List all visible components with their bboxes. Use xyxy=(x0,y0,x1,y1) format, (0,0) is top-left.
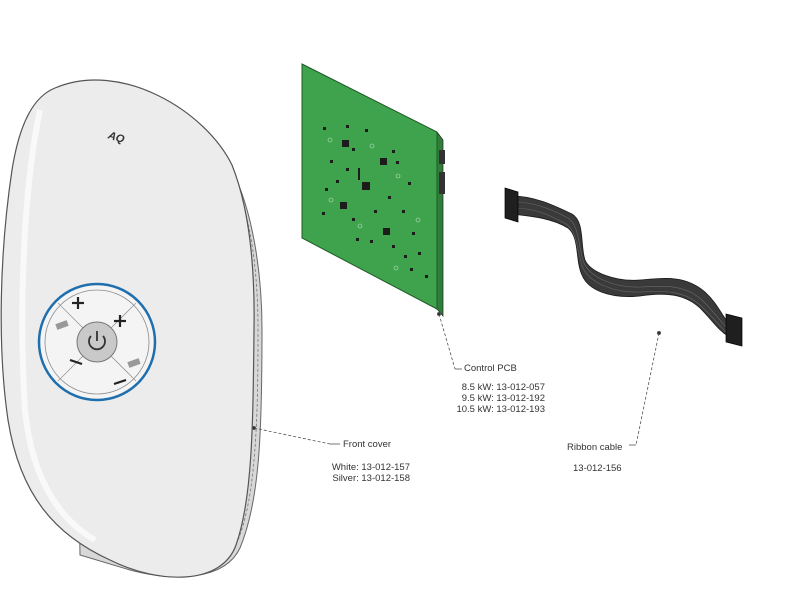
ribbon-connector-left xyxy=(504,187,519,223)
front-cover-part-number: White: 13-012-157 xyxy=(331,462,410,473)
power-button[interactable] xyxy=(76,321,118,363)
front-cover-title: Front cover xyxy=(343,439,392,450)
leader-front-cover xyxy=(253,427,331,445)
front-cover-part-number: Silver: 13-012-158 xyxy=(332,473,410,484)
leader-dot xyxy=(657,330,662,335)
svg-text:AQ: AQ xyxy=(105,129,126,146)
minus-icon[interactable] xyxy=(113,378,127,386)
ribbon-cable-band xyxy=(511,195,729,337)
leader-dot xyxy=(251,425,256,430)
pcb-connector xyxy=(439,172,445,194)
minus-icon[interactable] xyxy=(69,358,83,366)
plus-icon[interactable] xyxy=(114,315,126,327)
front-cover-highlight xyxy=(19,109,97,543)
leader-dot xyxy=(436,311,441,316)
control-pcb-part-number: 8.5 kW: 13-012-057 xyxy=(461,382,545,393)
front-cover-rim-line xyxy=(219,149,259,541)
front-cover: AQ xyxy=(0,79,263,578)
ribbon-cable xyxy=(504,187,743,347)
ribbon-cable-stripe xyxy=(513,201,727,328)
control-pcb-part-number: 10.5 kW: 13-012-193 xyxy=(456,404,545,415)
control-ring-inner xyxy=(44,289,150,395)
button-tab-right xyxy=(127,358,141,368)
pcb-connector xyxy=(439,150,445,164)
control-pcb-title: Control PCB xyxy=(464,363,517,374)
control-pcb xyxy=(301,63,445,317)
control-panel xyxy=(37,282,157,402)
aqualisa-logo: AQ xyxy=(105,129,126,146)
ribbon-cable-stripe xyxy=(513,207,727,333)
pcb-pads xyxy=(327,137,421,271)
ribbon-connector-right xyxy=(725,313,743,347)
plus-icon[interactable] xyxy=(72,297,84,309)
pcb-components xyxy=(322,125,428,278)
ribbon-cable-title: Ribbon cable xyxy=(567,442,623,453)
leader-ribbon-cable xyxy=(635,332,660,446)
button-tab-left xyxy=(55,320,69,330)
leader-lines xyxy=(251,311,662,446)
leader-control-pcb xyxy=(438,313,456,370)
control-pcb-part-number: 9.5 kW: 13-012-192 xyxy=(461,393,545,404)
ribbon-cable-part-number: 13-012-156 xyxy=(573,463,622,474)
power-icon xyxy=(88,331,106,351)
